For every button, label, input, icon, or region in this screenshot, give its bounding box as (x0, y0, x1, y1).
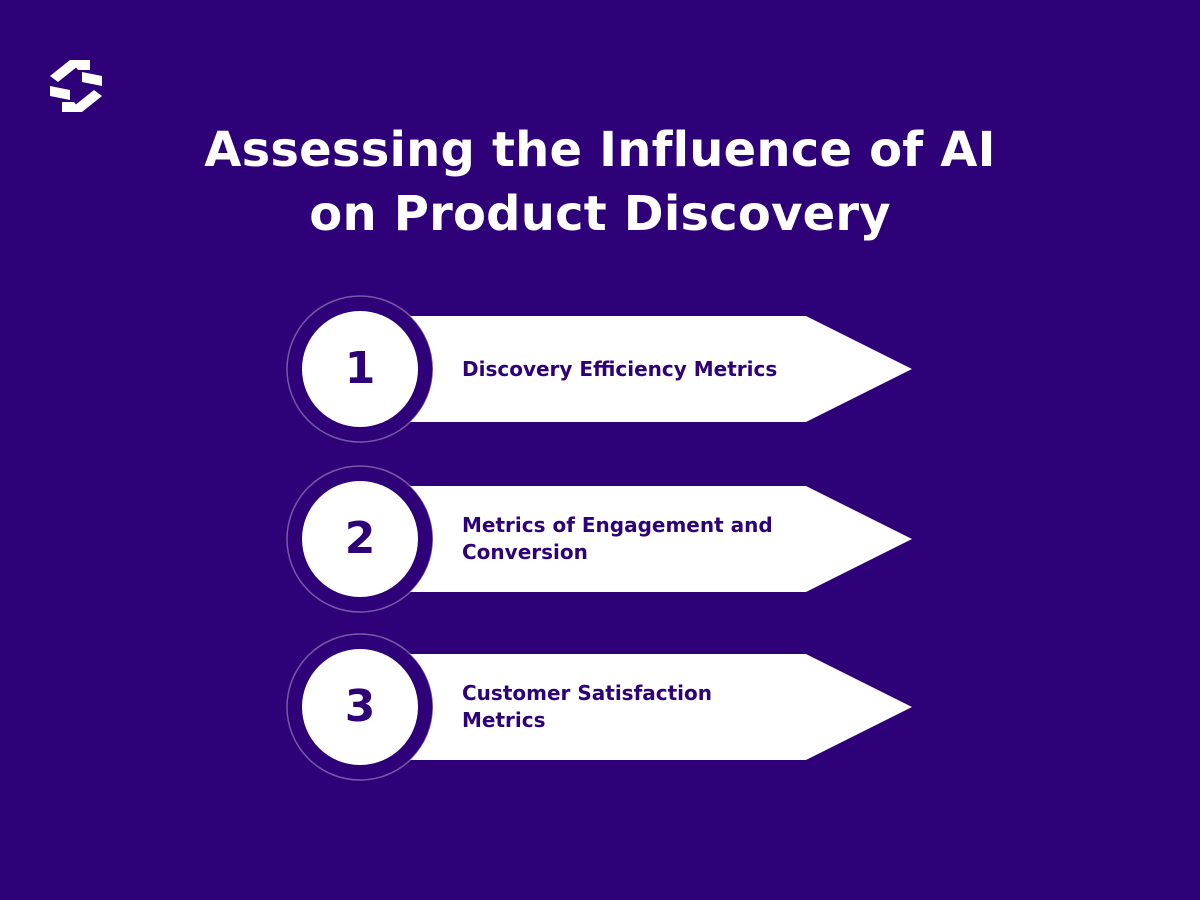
step-arrow-shape (286, 633, 912, 781)
step-label: Discovery Efficiency Metrics (462, 356, 778, 381)
step-arrow-shape (286, 295, 912, 443)
step-label: Customer Satisfaction Metrics (462, 681, 713, 732)
step-label: Metrics of Engagement and Conversion (462, 513, 773, 564)
step-arrow-shape (286, 465, 912, 613)
step-number: 2 (344, 513, 376, 564)
step-item-2: 2 Metrics of Engagement and Conversion (286, 464, 916, 614)
step-number: 1 (344, 343, 376, 394)
step-item-3: 3 Customer Satisfaction Metrics (286, 632, 916, 782)
step-item-1: 1 Discovery Efficiency Metrics (286, 294, 916, 444)
title-line-1: Assessing the Influence of AI (204, 122, 996, 178)
title-line-2: on Product Discovery (309, 186, 891, 242)
s-monogram-logo-icon (50, 60, 102, 112)
step-number: 3 (344, 681, 376, 732)
page-title: Assessing the Influence of AI on Product… (100, 118, 1100, 246)
